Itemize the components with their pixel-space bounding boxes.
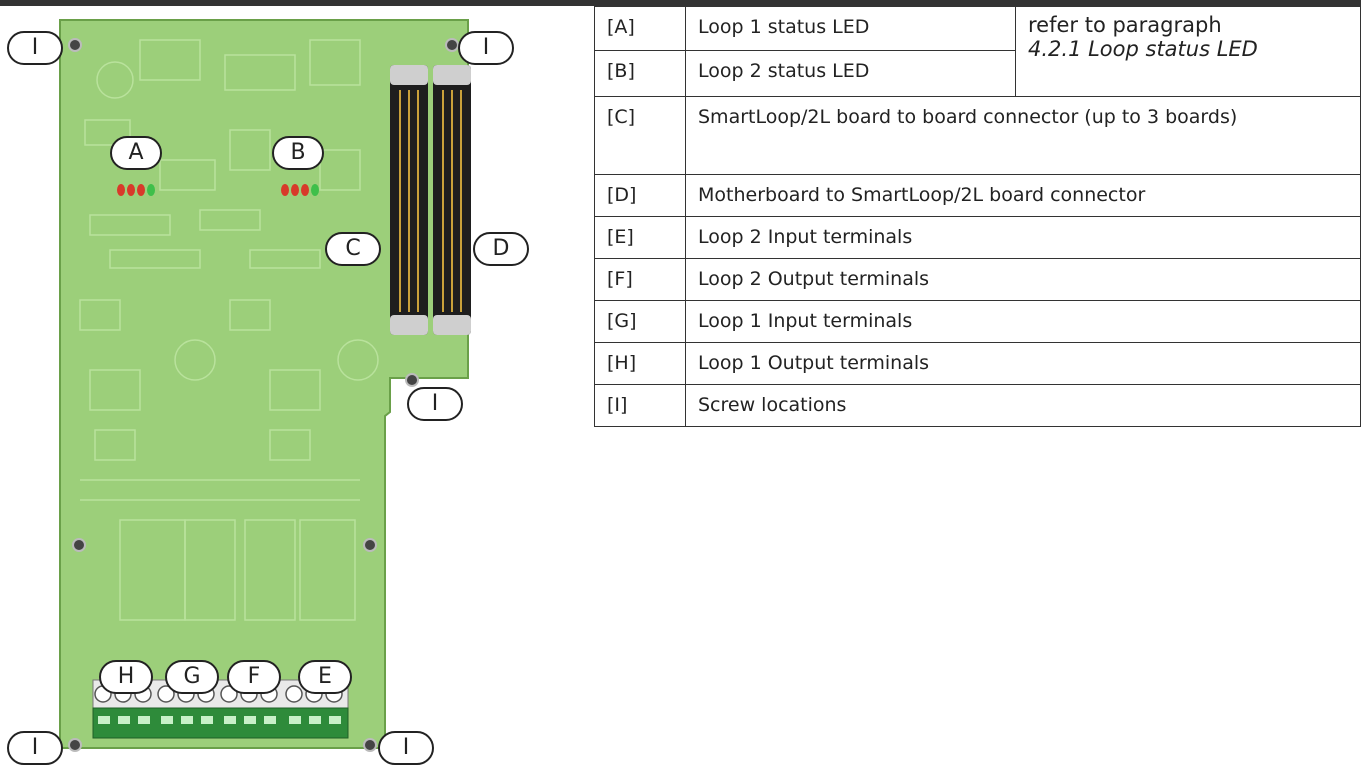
pcb-illustration (59, 19, 471, 752)
legend-desc: Screw locations (685, 384, 1361, 427)
legend-desc: Loop 1 Output terminals (685, 342, 1361, 385)
screw-hole-icon (68, 38, 82, 52)
reference-line-1: refer to paragraph (1028, 13, 1222, 37)
legend-row: [E] Loop 2 Input terminals (594, 216, 1361, 259)
callout-f: F (227, 660, 281, 694)
legend-row: [H] Loop 1 Output terminals (594, 342, 1361, 385)
legend-code: [H] (594, 342, 686, 385)
callout-i-top-right: I (458, 31, 514, 65)
legend-reference: refer to paragraph 4.2.1 Loop status LED (1015, 6, 1361, 97)
legend-code: [D] (594, 174, 686, 217)
legend-desc: SmartLoop/2L board to board connector (u… (685, 96, 1361, 175)
led-group-b (281, 184, 319, 196)
legend-code: [G] (594, 300, 686, 343)
callout-e: E (298, 660, 352, 694)
screw-terminal-icon (157, 685, 175, 703)
legend-code: [B] (594, 50, 686, 97)
callout-i-top-left: I (7, 31, 63, 65)
callout-c: C (325, 232, 381, 266)
screw-hole-icon (68, 738, 82, 752)
legend-desc: Loop 2 status LED (685, 50, 1016, 97)
reference-line-2: 4.2.1 Loop status LED (1028, 37, 1258, 61)
screw-hole-icon (445, 38, 459, 52)
legend-row: [F] Loop 2 Output terminals (594, 258, 1361, 301)
led-icon (301, 184, 309, 196)
legend-code: [C] (594, 96, 686, 175)
callout-i-bottom-left: I (7, 731, 63, 765)
legend-code: [E] (594, 216, 686, 259)
legend-desc: Motherboard to SmartLoop/2L board connec… (685, 174, 1361, 217)
led-icon (117, 184, 125, 196)
silkscreen (79, 39, 379, 621)
led-icon (311, 184, 319, 196)
legend-desc: Loop 2 Input terminals (685, 216, 1361, 259)
legend-table: [A] Loop 1 status LED refer to paragraph… (594, 6, 1361, 427)
legend-row: [B] Loop 2 status LED (594, 50, 1361, 97)
led-icon (137, 184, 145, 196)
led-icon (147, 184, 155, 196)
top-rule (0, 0, 1361, 6)
led-icon (127, 184, 135, 196)
legend-row: [I] Screw locations (594, 384, 1361, 427)
legend-desc: Loop 1 status LED (685, 6, 1016, 51)
legend-desc: Loop 2 Output terminals (685, 258, 1361, 301)
legend-code: [I] (594, 384, 686, 427)
led-icon (291, 184, 299, 196)
callout-g: G (165, 660, 219, 694)
screw-terminal-icon (285, 685, 303, 703)
callout-b: B (272, 136, 324, 170)
screw-hole-icon (405, 373, 419, 387)
led-group-a (117, 184, 155, 196)
legend-code: [F] (594, 258, 686, 301)
legend-row: [A] Loop 1 status LED refer to paragraph… (594, 6, 1361, 97)
legend-row: [C] SmartLoop/2L board to board connecto… (594, 96, 1361, 175)
board-diagram: A B C D H G F E I I I I I (0, 0, 560, 782)
callout-h: H (99, 660, 153, 694)
callout-i-bottom-right: I (378, 731, 434, 765)
callout-a: A (110, 136, 162, 170)
legend-code: [A] (594, 6, 686, 51)
screw-hole-icon (363, 738, 377, 752)
callout-i-middle: I (407, 387, 463, 421)
connector-d (433, 65, 471, 335)
callout-d: D (473, 232, 529, 266)
connector-c (390, 65, 428, 335)
legend-desc: Loop 1 Input terminals (685, 300, 1361, 343)
screw-holes (68, 38, 459, 752)
legend-row: [D] Motherboard to SmartLoop/2L board co… (594, 174, 1361, 217)
screw-hole-icon (72, 538, 86, 552)
led-icon (281, 184, 289, 196)
legend-row: [G] Loop 1 Input terminals (594, 300, 1361, 343)
screw-hole-icon (363, 538, 377, 552)
